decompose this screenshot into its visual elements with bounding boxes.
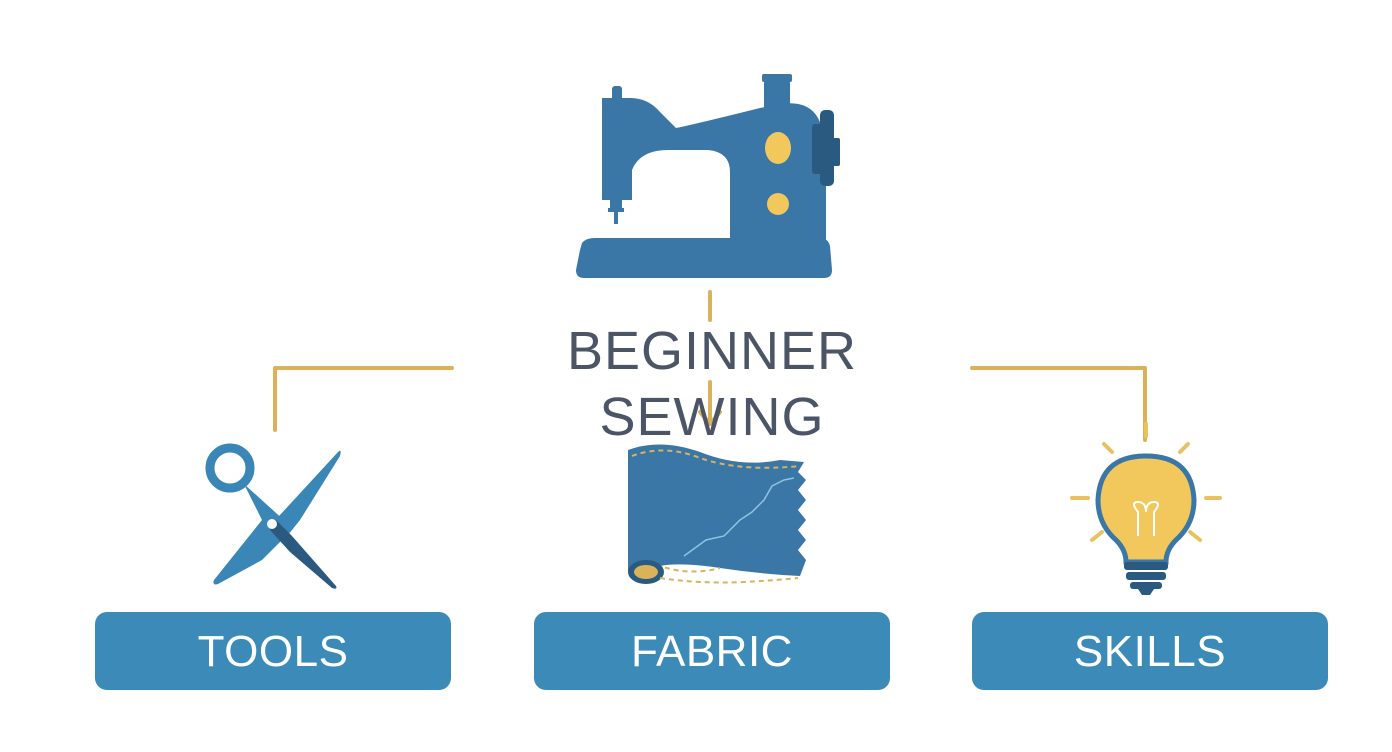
lightbulb-icon [1070, 422, 1222, 595]
category-label-tools: TOOLS [95, 612, 451, 690]
connector-left [273, 366, 454, 432]
connector-right [970, 366, 1147, 442]
category-label-skills: SKILLS [972, 612, 1328, 690]
sewing-machine-icon [576, 74, 840, 278]
category-label-fabric: FABRIC [534, 612, 890, 690]
fabric-swatch-icon [628, 444, 806, 584]
connector-center-down [698, 380, 722, 426]
scissors-icon [205, 443, 341, 589]
connector-lines [273, 290, 1147, 442]
diagram-title: BEGINNER SEWING [566, 321, 858, 447]
